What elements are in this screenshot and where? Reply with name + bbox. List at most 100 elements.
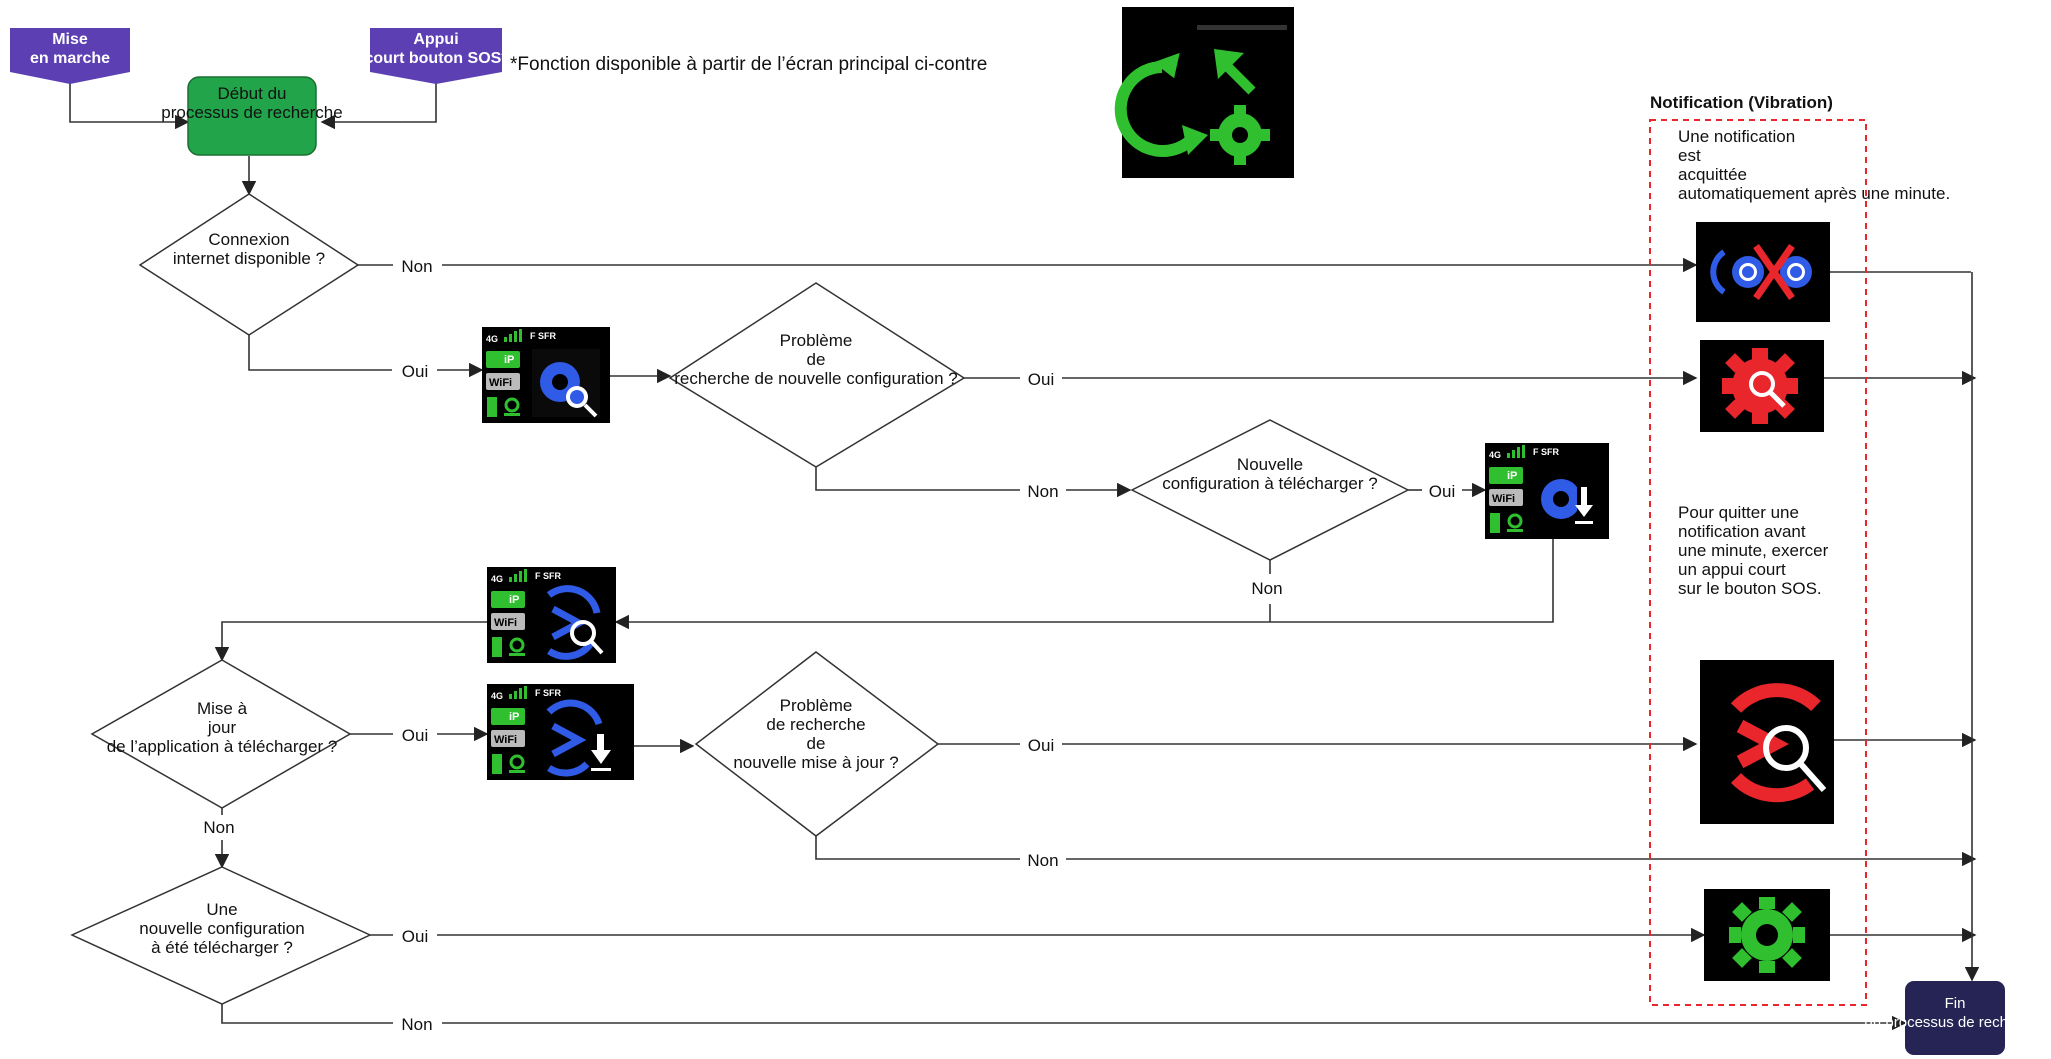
label-internet-yes: Oui [402,362,428,381]
start-power-on-shape [10,28,130,84]
status-ip-label: iP [1507,470,1517,482]
decision-app-update-shape [90,659,352,809]
status-wifi-label: WiFi [489,377,512,389]
edge-power-on [69,80,190,130]
end-node: Fin du processus de recherche [1865,981,2046,1055]
label-line: nouvelle configuration [139,919,304,938]
edge-appsearch-update [214,621,487,662]
start-sos-label: Appui court bouton SOS* [364,31,508,67]
label-line: recherche de nouvelle configuration ? [674,369,958,388]
decision-internet-shape [138,193,360,336]
status-wifi-label: WiFi [494,734,517,746]
footnote: *Fonction disponible à partir de l’écran… [510,54,987,75]
edge-confprob-no-a [815,467,1020,491]
end-node-label: Fin du processus de recherche [1865,995,2046,1031]
status-network-label: 4G [1489,450,1501,460]
status-network-label: 4G [491,574,503,584]
label-newconf-yes: Oui [1429,482,1455,501]
status-operator-label: F SFR [530,331,556,341]
status-network-label: 4G [486,334,498,344]
status-screen-app-download: 4G F SFR iP WiFi [487,684,634,780]
status-screen-config-download: 4G F SFR iP WiFi [1485,443,1609,539]
label-line: configuration à télécharger ? [1162,474,1377,493]
label-line: internet disponible ? [173,249,325,268]
label-line: Une [206,900,237,919]
label-line: de recherche [766,715,865,734]
decision-update-problem-shape [694,651,940,837]
status-ip-label: iP [509,594,519,606]
status-operator-label: F SFR [535,571,561,581]
status-screen-config-search: 4G F SFR iP WiFi [482,327,610,423]
label-line: acquittée [1678,165,1747,184]
label-confdl-yes: Oui [402,927,428,946]
label-line: Une notification [1678,127,1795,146]
edge-internet-yes-a [248,335,392,371]
label-appupd-yes: Oui [402,726,428,745]
edge-to-app-search [614,538,1554,630]
label-line: Fin [1945,995,1966,1012]
notification-title: Notification (Vibration) [1650,93,1833,112]
decision-config-problem-shape [668,282,966,468]
start-node-box [187,76,317,156]
config-success-icon [1704,889,1830,981]
label-line: jour [207,718,237,737]
edge-labels: Non Oui Oui Non Oui Non Oui Oui Non Non … [203,257,1455,1034]
label-line: de l’application à télécharger ? [107,737,338,756]
label-line: Début du [218,84,287,103]
label-confdl-no: Non [401,1015,432,1034]
edge-sos [320,80,437,130]
label-line: Problème [780,696,853,715]
label-line: est [1678,146,1701,165]
label-line: Mise [52,31,88,48]
label-appupd-no: Non [203,818,234,837]
label-line: Connexion [208,230,289,249]
decision-new-config-shape [1130,419,1410,561]
label-line: sur le bouton SOS. [1678,579,1822,598]
decision-config-downloaded-shape [70,866,372,1005]
label-newconf-no: Non [1251,579,1282,598]
label-confprob-yes: Oui [1028,370,1054,389]
edge-confdl-no-a [221,1004,393,1024]
status-operator-label: F SFR [1533,447,1559,457]
label-line: court bouton SOS* [364,50,508,67]
label-confprob-no: Non [1027,482,1058,501]
label-line: de [807,350,826,369]
label-updprob-no: Non [1027,851,1058,870]
label-line: Mise à [197,699,248,718]
status-screen-app-search: 4G F SFR iP WiFi [487,567,616,663]
status-network-label: 4G [491,691,503,701]
label-internet-no: Non [401,257,432,276]
app-error-icon [1700,660,1834,824]
label-line: Appui [413,31,458,48]
label-line: du processus de recherche [1865,1014,2046,1031]
label-line: de [807,734,826,753]
edges [69,80,1980,1031]
status-operator-label: F SFR [535,688,561,698]
label-line: notification avant [1678,522,1806,541]
edge-updprob-no-a [815,836,1020,860]
label-line: à été télécharger ? [151,938,293,957]
label-line: une minute, exercer [1678,541,1829,560]
no-connection-icon [1696,222,1830,322]
end-node-box [1905,981,2005,1055]
refresh-settings-icon [1114,7,1294,178]
label-line: processus de recherche [161,103,342,122]
